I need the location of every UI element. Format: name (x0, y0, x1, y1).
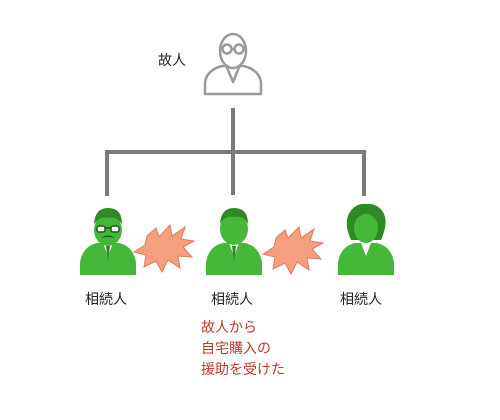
conflict-burst-icon (132, 223, 196, 274)
woman-icon (338, 203, 394, 275)
gift-note-line-2: 自宅購入の (201, 341, 271, 357)
heir-1-label: 相続人 (85, 292, 127, 308)
family-tree-lines (105, 108, 366, 196)
gift-note-line-1: 故人から (201, 320, 257, 336)
gift-note-line-3: 援助を受けた (201, 362, 285, 378)
conflict-burst-icon (261, 225, 325, 276)
heir-2-label: 相続人 (211, 292, 253, 308)
elderly-person-with-glasses-icon (203, 32, 263, 96)
heir-3-label: 相続人 (340, 292, 382, 308)
deceased-label: 故人 (158, 53, 186, 69)
person-icon (206, 208, 262, 275)
gift-note: 故人から 自宅購入の 援助を受けた (201, 318, 285, 381)
person-with-mustache-and-glasses-icon (80, 208, 136, 275)
